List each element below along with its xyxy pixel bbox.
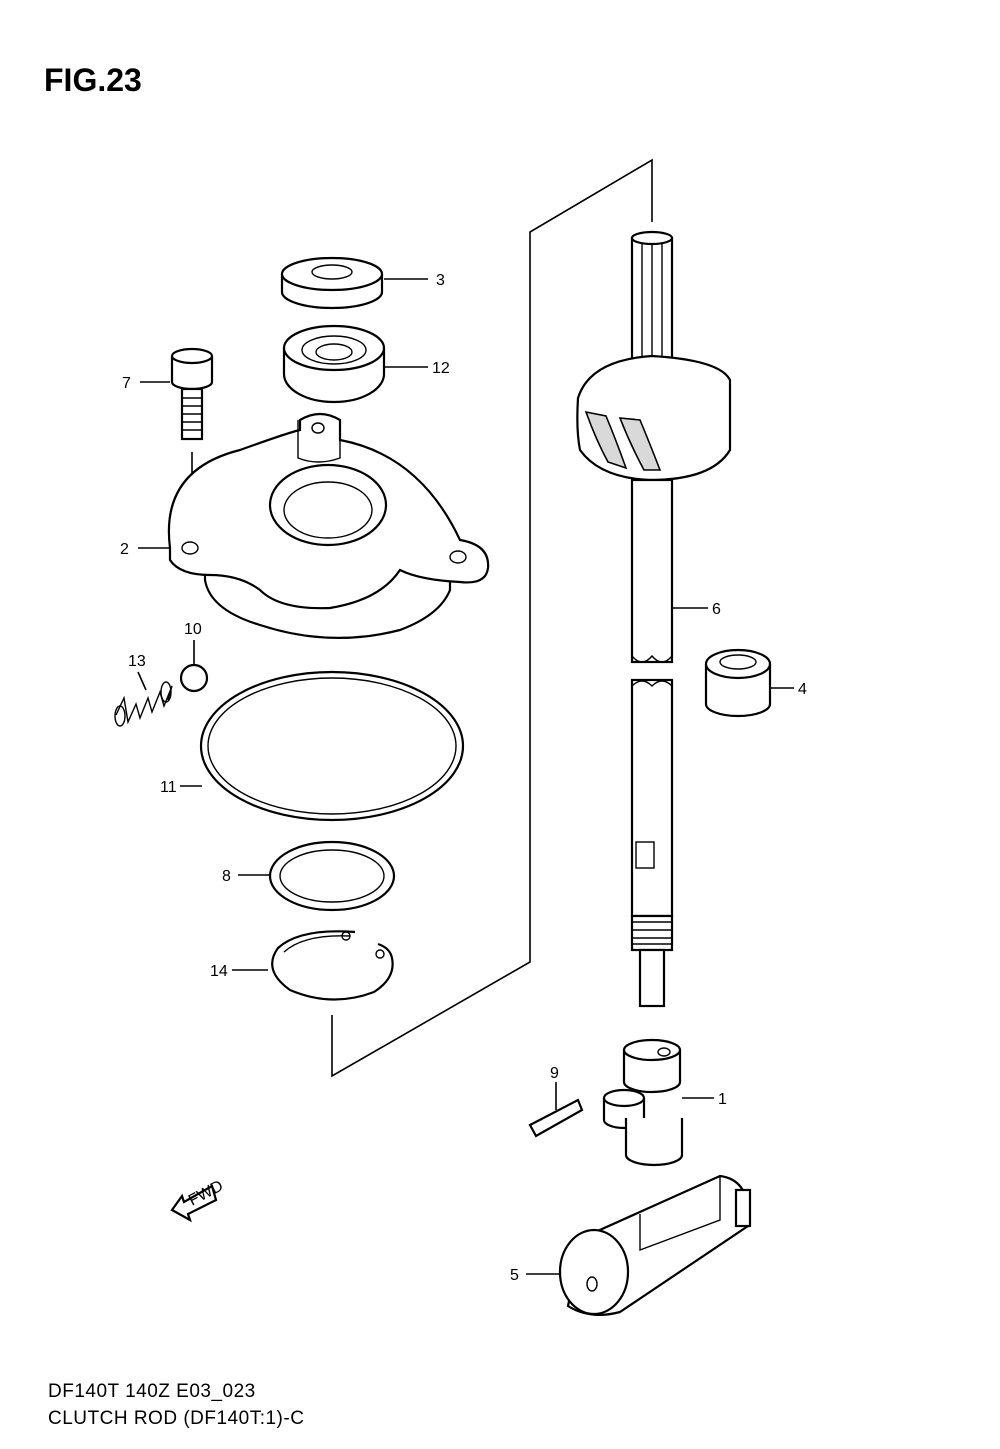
footer-code: DF140T 140Z E03_023: [48, 1381, 256, 1402]
callout-6: 6: [712, 601, 721, 618]
part-6-clutch-rod: [576, 230, 732, 1008]
part-4-sleeve: [704, 648, 772, 718]
footer-caption: CLUTCH ROD (DF140T:1)-C: [48, 1408, 305, 1429]
part-14-circlip: [271, 930, 394, 1001]
callout-7: 7: [122, 375, 131, 392]
callout-2: 2: [120, 541, 129, 558]
leader-lines: [137, 278, 794, 1275]
callout-4: 4: [798, 681, 807, 698]
part-13-spring: [114, 681, 173, 727]
assembly-bracket-lines: [331, 158, 653, 1078]
callout-5: 5: [510, 1267, 519, 1284]
callout-3: 3: [436, 272, 445, 289]
part-7-bolt: [170, 347, 214, 500]
part-1-shifter: [602, 1038, 684, 1167]
callout-10: 10: [184, 621, 202, 638]
callout-1: 1: [718, 1091, 727, 1108]
part-2-housing: [167, 412, 490, 639]
callout-labels: 3 12 7 2 10 13 11 8 14 6 4 1 9 5: [120, 272, 807, 1284]
part-9-pin: [528, 1098, 584, 1138]
part-3-washer: [280, 256, 384, 310]
callout-14: 14: [210, 963, 228, 980]
part-5-cam: [558, 1174, 752, 1317]
part-8-ring: [268, 840, 396, 912]
part-11-o-ring: [199, 670, 465, 822]
callout-8: 8: [222, 868, 231, 885]
callout-12: 12: [432, 360, 450, 377]
callout-13: 13: [128, 653, 146, 670]
fwd-arrow: FWD: [170, 1177, 226, 1223]
callout-9: 9: [550, 1065, 559, 1082]
figure-title: FIG.23: [44, 62, 142, 98]
part-10-ball: [179, 663, 209, 693]
callout-11: 11: [160, 779, 177, 796]
part-12-oil-seal: [282, 324, 386, 404]
